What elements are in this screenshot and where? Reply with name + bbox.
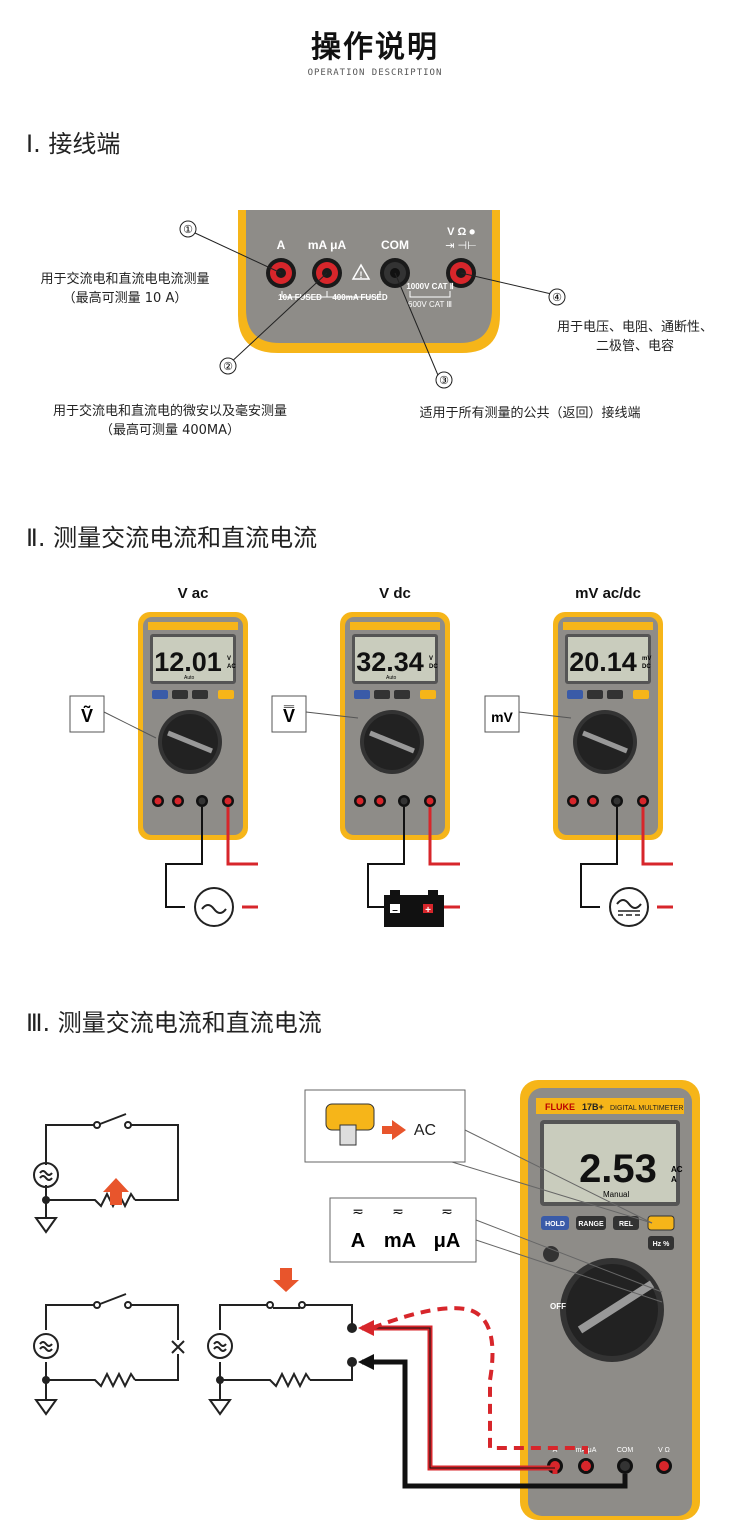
svg-text:μA: μA [434, 1230, 461, 1252]
svg-text:A: A [671, 1175, 677, 1184]
svg-text:OFF: OFF [550, 1302, 566, 1311]
svg-text:AC: AC [227, 664, 236, 670]
cat2-text: 600V CAT Ⅲ [408, 300, 452, 309]
meter-label-0: V ac [177, 585, 209, 602]
svg-text:+: + [425, 905, 431, 916]
svg-text:A: A [553, 1447, 558, 1454]
section3-heading: Ⅲ. 测量交流电流和直流电流 [26, 1009, 322, 1037]
multimeter-example-0: 12.01 V AC Auto Ṽ [69, 612, 258, 927]
page-title: 操作说明 [311, 30, 439, 65]
note-ma-terminal: 用于交流电和直流电的微安以及毫安测量（最高可测量 400MA） [52, 404, 287, 438]
multimeter-example-2: 20.14 mV DC mV [484, 612, 673, 927]
ac-source-icon [194, 887, 234, 927]
marker-1: ① [183, 224, 193, 236]
page-subtitle: OPERATION DESCRIPTION [307, 68, 443, 78]
marker-2: ② [223, 361, 233, 373]
svg-text:V: V [429, 656, 433, 662]
terminal-diagram: A mA μA COM V Ω ⦁ ⇥ ⊣⊢ ! 10A FUSED 400mA… [179, 210, 566, 389]
svg-text:DC: DC [642, 664, 651, 670]
svg-text:Auto: Auto [184, 675, 195, 681]
svg-text:AC: AC [671, 1165, 683, 1174]
circuit-open [33, 1293, 185, 1416]
svg-text:COM: COM [617, 1447, 634, 1454]
svg-text:Hz %: Hz % [653, 1241, 671, 1248]
svg-text:V: V [227, 656, 231, 662]
svg-text:mV: mV [642, 656, 651, 662]
terminal-v-label: V Ω ⦁ [447, 226, 475, 238]
svg-text:V Ω: V Ω [658, 1447, 670, 1454]
svg-text:mA: mA [384, 1230, 416, 1252]
red-lead-dashed [371, 1306, 588, 1474]
lcd-mode: Manual [603, 1190, 629, 1199]
lcd-reading: 2.53 [579, 1147, 657, 1191]
marker-4: ④ [552, 292, 562, 304]
function-symbol-2: mV [491, 709, 513, 725]
brand-text: FLUKE [545, 1102, 575, 1112]
lcd-screen [544, 1124, 676, 1202]
svg-text:HOLD: HOLD [545, 1221, 565, 1228]
function-symbol-1: V̿ [283, 705, 295, 726]
current-measure-diagram: FLUKE 17B+ DIGITAL MULTIMETER 2.53 AC A … [33, 1080, 700, 1520]
model-text: 17B+ [582, 1102, 604, 1112]
svg-text:!: ! [360, 270, 363, 280]
terminal-ma-label: mA μA [308, 238, 347, 252]
callout-ac-label: AC [414, 1122, 436, 1139]
panel-body [246, 210, 492, 343]
multimeter-example-1: 32.34 V DC Auto V̿ – [271, 612, 460, 927]
arrow-up-icon [103, 1178, 129, 1205]
meter-label-2: mV ac/dc [575, 585, 641, 602]
arrow-down-icon [273, 1268, 299, 1292]
warning-icon [351, 263, 371, 280]
terminal-com-label: COM [381, 238, 409, 252]
svg-text:–: – [392, 905, 398, 916]
svg-text:≂: ≂ [352, 1203, 364, 1219]
section2-heading: Ⅱ. 测量交流电流和直流电流 [26, 524, 318, 552]
black-lead [362, 1359, 628, 1489]
marker-3: ③ [439, 375, 449, 387]
svg-text:A: A [351, 1230, 365, 1252]
cat1-text: 1000V CAT Ⅱ [406, 282, 453, 291]
lcd-reading-1: 32.34 [356, 647, 424, 677]
note-v-terminal: 用于电压、电阻、通断性、二极管、电容 [556, 320, 713, 354]
svg-text:≂: ≂ [441, 1203, 453, 1219]
model-sub-text: DIGITAL MULTIMETER [610, 1105, 683, 1112]
circuit-meter [207, 1301, 353, 1416]
svg-text:DC: DC [429, 664, 438, 670]
note-a-terminal: 用于交流电和直流电电流测量（最高可测量 10 A） [40, 272, 210, 306]
lcd-reading-2: 20.14 [569, 647, 637, 677]
function-symbol-0: Ṽ [81, 705, 93, 726]
terminal-a-label: A [277, 238, 286, 252]
svg-text:REL: REL [619, 1221, 634, 1228]
svg-text:Auto: Auto [386, 675, 397, 681]
svg-text:RANGE: RANGE [578, 1221, 604, 1228]
section1-heading: Ⅰ. 接线端 [26, 130, 121, 158]
large-multimeter: FLUKE 17B+ DIGITAL MULTIMETER 2.53 AC A … [520, 1080, 700, 1520]
acdc-source-icon [609, 887, 649, 927]
diode-cap-icon: ⇥ ⊣⊢ [445, 240, 476, 252]
lcd-reading-0: 12.01 [154, 647, 222, 677]
meter-label-1: V dc [379, 585, 411, 602]
circuit-closed [33, 1113, 179, 1234]
note-com-terminal: 适用于所有测量的公共（返回）接线端 [419, 406, 641, 421]
svg-text:≂: ≂ [392, 1203, 404, 1219]
